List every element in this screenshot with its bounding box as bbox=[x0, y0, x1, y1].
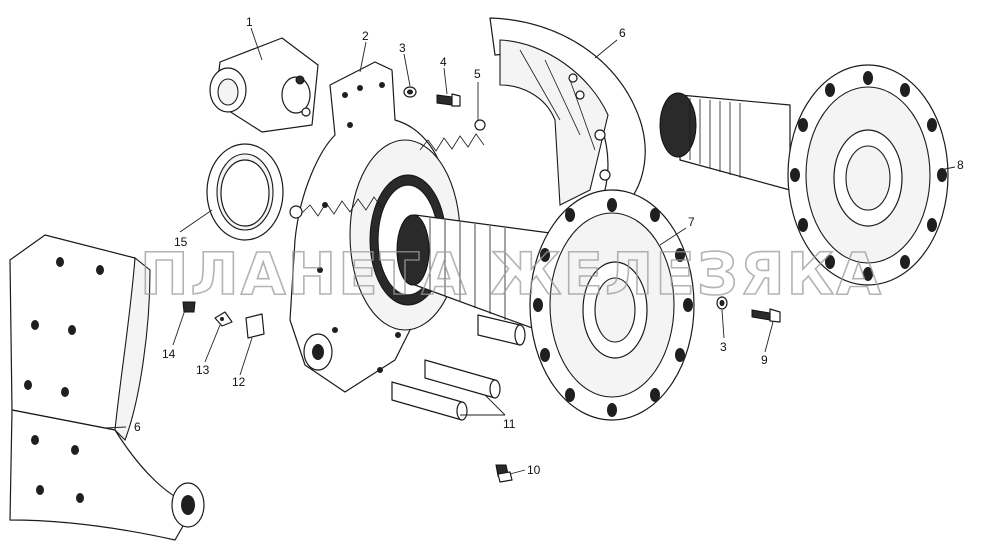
callout-4: 4 bbox=[440, 55, 447, 69]
callout-13: 13 bbox=[196, 363, 210, 377]
callout-labels: 1 2 3 4 5 6 6 7 8 15 14 13 12 3 9 11 10 bbox=[134, 15, 964, 477]
callout-3-upper: 3 bbox=[399, 41, 406, 55]
callout-9: 9 bbox=[761, 353, 768, 367]
part-15-seal-ring bbox=[206, 143, 284, 241]
callout-6-upper: 6 bbox=[619, 26, 626, 40]
callout-15: 15 bbox=[174, 235, 188, 249]
callout-10: 10 bbox=[527, 463, 541, 477]
part-14-small-bolt bbox=[182, 301, 196, 313]
part-13-clip bbox=[214, 311, 233, 327]
part-11-shoe-pins bbox=[391, 314, 526, 421]
part-12-plate bbox=[245, 313, 265, 339]
callout-11: 11 bbox=[503, 417, 516, 431]
callout-7: 7 bbox=[688, 215, 695, 229]
leader-lines bbox=[104, 27, 956, 475]
callout-5: 5 bbox=[474, 67, 481, 81]
part-9-bolt bbox=[751, 308, 781, 323]
part-8-axle-shaft-flange bbox=[659, 64, 949, 286]
callout-2: 2 bbox=[362, 29, 369, 43]
callout-14: 14 bbox=[162, 347, 176, 361]
callout-6-lower: 6 bbox=[134, 420, 141, 434]
watermark-text: ПЛАНЕТА ЖЕЛЕЗЯКА bbox=[140, 240, 883, 308]
callout-3-lower: 3 bbox=[720, 340, 727, 354]
part-1-brake-cylinder bbox=[209, 37, 319, 133]
part-10-bleeder-plug bbox=[495, 464, 513, 483]
part-3-washer bbox=[403, 86, 728, 310]
part-4-bolt bbox=[436, 93, 461, 107]
part-5-return-spring bbox=[289, 119, 486, 219]
part-6-brake-shoe-upper bbox=[489, 17, 646, 206]
callout-12: 12 bbox=[232, 375, 246, 389]
part-6-brake-shoe-lower bbox=[9, 234, 205, 541]
callout-8: 8 bbox=[957, 158, 964, 172]
part-7-brake-drum-hub bbox=[396, 189, 695, 421]
callout-1: 1 bbox=[246, 15, 253, 29]
